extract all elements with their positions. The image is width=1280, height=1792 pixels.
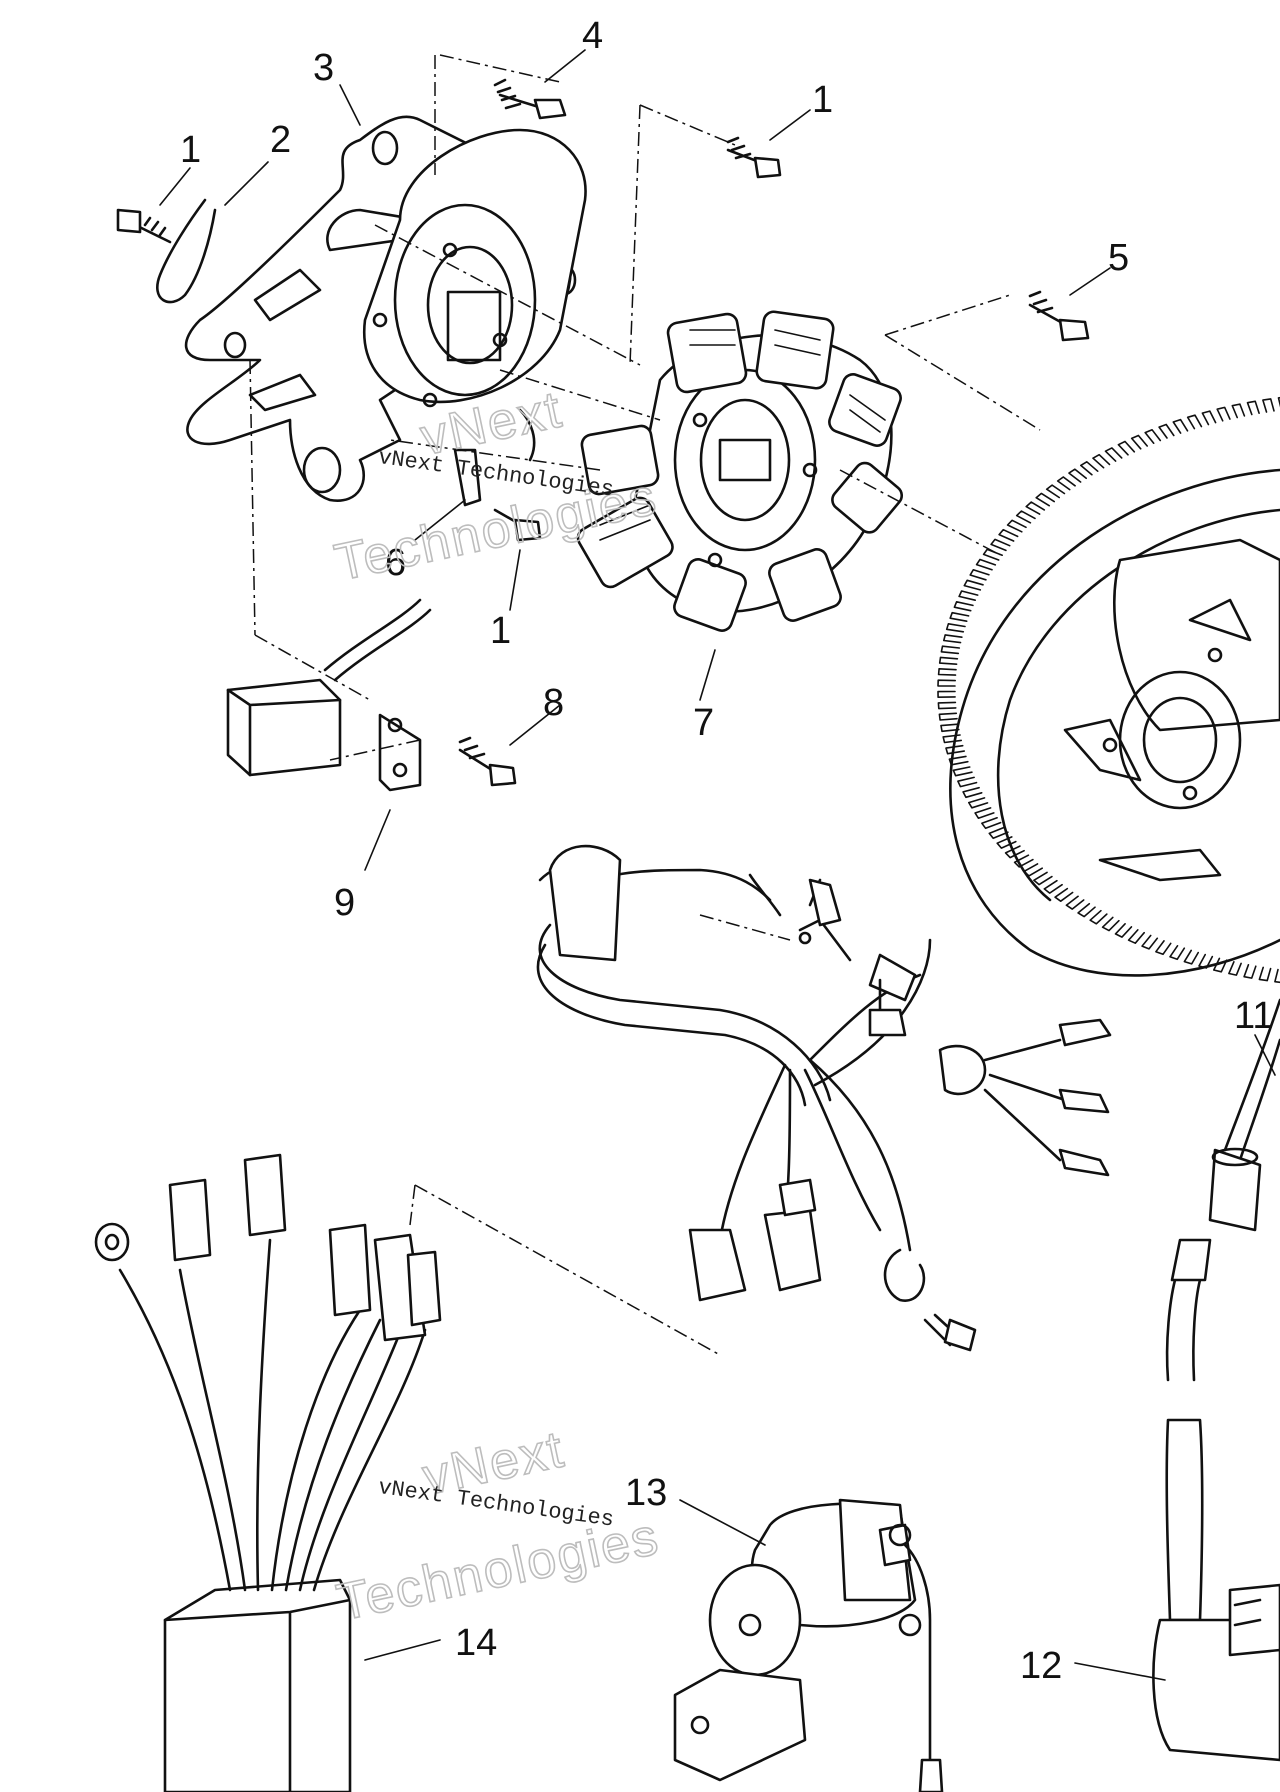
- rectifier-block: [226, 598, 432, 792]
- stator: [576, 310, 904, 632]
- callout-9: 9: [334, 882, 355, 924]
- bolt-1-top: [726, 136, 782, 179]
- callout-3: 3: [313, 47, 334, 89]
- flywheel: [937, 396, 1280, 984]
- bolt-5: [1028, 290, 1090, 342]
- voltage-regulator: [94, 1153, 442, 1792]
- callout-14: 14: [455, 1622, 497, 1664]
- callout-13: 13: [625, 1472, 667, 1514]
- callout-2: 2: [270, 119, 291, 161]
- callout-11: 11: [1234, 995, 1273, 1037]
- callout-8: 8: [543, 682, 564, 724]
- bolt-4: [493, 78, 567, 120]
- callout-12: 12: [1020, 1645, 1062, 1687]
- bolt-8: [458, 736, 517, 787]
- bolt-1-middle: [493, 508, 542, 542]
- callout-6: 6: [385, 542, 406, 584]
- leader-lines: [159, 49, 1276, 1681]
- plate-hub: [362, 128, 587, 408]
- callout-5: 5: [1108, 237, 1129, 279]
- watermark-line2: Technologies: [332, 1507, 664, 1632]
- callout-1: 1: [812, 79, 833, 121]
- callout-1: 1: [180, 129, 201, 171]
- watermark-caption: vNext Technologies: [377, 445, 616, 503]
- callout-1: 1: [490, 610, 511, 652]
- pickup: [453, 408, 536, 507]
- callout-numbers: 1 2 3 4 1 5 6 1 7 8 9 11 12 13 14: [180, 15, 1273, 1687]
- ignition-coil: [1152, 998, 1280, 1762]
- callout-7: 7: [693, 702, 714, 744]
- bolt-1-left: [116, 208, 172, 244]
- callout-4: 4: [582, 15, 603, 57]
- cotter-pin: [156, 198, 217, 304]
- starter-solenoid: [673, 1498, 944, 1792]
- wiring-harness: [536, 844, 1112, 1352]
- alignment-lines: [249, 54, 1041, 1356]
